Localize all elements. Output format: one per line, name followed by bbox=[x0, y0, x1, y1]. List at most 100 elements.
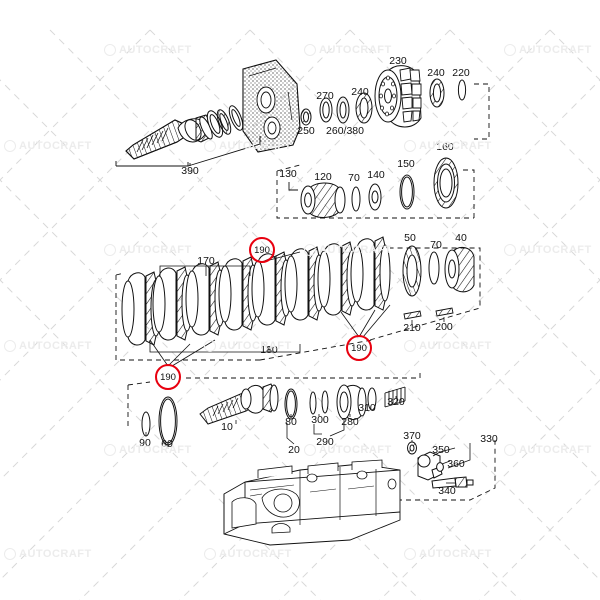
watermark: AUTOCRAFT bbox=[404, 340, 492, 352]
watermark-text: AUTOCRAFT bbox=[519, 44, 592, 56]
watermark-text: AUTOCRAFT bbox=[519, 244, 592, 256]
watermark: AUTOCRAFT bbox=[504, 44, 592, 56]
part-label-340: 340 bbox=[438, 485, 456, 497]
part-label-70: 70 bbox=[430, 239, 442, 251]
part-label-70: 70 bbox=[348, 172, 360, 184]
watermark: AUTOCRAFT bbox=[204, 340, 292, 352]
group-output-shaft bbox=[127, 370, 421, 447]
highlighted-callout-190[interactable]: 190 bbox=[155, 364, 181, 390]
watermark: AUTOCRAFT bbox=[4, 140, 92, 152]
watermark-ring-icon bbox=[204, 140, 216, 152]
watermark-text: AUTOCRAFT bbox=[219, 340, 292, 352]
watermark-text: AUTOCRAFT bbox=[119, 44, 192, 56]
group-actuator-parts bbox=[359, 440, 496, 501]
watermark-text: AUTOCRAFT bbox=[219, 140, 292, 152]
watermark-ring-icon bbox=[104, 444, 116, 456]
group-clutch-pack bbox=[115, 236, 481, 361]
part-label-240: 240 bbox=[427, 67, 445, 79]
watermark: AUTOCRAFT bbox=[104, 44, 192, 56]
watermark-ring-icon bbox=[304, 44, 316, 56]
part-label-230: 230 bbox=[389, 55, 407, 67]
part-label-40: 40 bbox=[455, 232, 467, 244]
watermark: AUTOCRAFT bbox=[504, 444, 592, 456]
watermark: AUTOCRAFT bbox=[104, 444, 192, 456]
part-label-60: 60 bbox=[161, 438, 173, 450]
watermark-text: AUTOCRAFT bbox=[419, 340, 492, 352]
watermark-text: AUTOCRAFT bbox=[519, 444, 592, 456]
watermark-ring-icon bbox=[504, 44, 516, 56]
part-label-290: 290 bbox=[316, 436, 334, 448]
watermark-text: AUTOCRAFT bbox=[319, 44, 392, 56]
part-label-120: 120 bbox=[314, 171, 332, 183]
part-label-220: 220 bbox=[452, 67, 470, 79]
watermark-ring-icon bbox=[304, 444, 316, 456]
part-label-300: 300 bbox=[311, 414, 329, 426]
watermark: AUTOCRAFT bbox=[504, 244, 592, 256]
part-label-330: 330 bbox=[480, 433, 498, 445]
part-label-170: 170 bbox=[197, 255, 215, 267]
watermark-ring-icon bbox=[104, 44, 116, 56]
watermark-text: AUTOCRAFT bbox=[19, 140, 92, 152]
watermark-lattice bbox=[0, 29, 600, 600]
watermark-text: AUTOCRAFT bbox=[419, 140, 492, 152]
group-bearings-row bbox=[300, 92, 373, 126]
watermark-text: AUTOCRAFT bbox=[119, 244, 192, 256]
part-label-260-380: 260/380 bbox=[326, 125, 364, 137]
watermark: AUTOCRAFT bbox=[404, 140, 492, 152]
watermark-text: AUTOCRAFT bbox=[419, 548, 492, 560]
highlighted-callout-190[interactable]: 190 bbox=[249, 237, 275, 263]
watermark-text: AUTOCRAFT bbox=[219, 548, 292, 560]
watermark-ring-icon bbox=[4, 340, 16, 352]
watermark-text: AUTOCRAFT bbox=[19, 340, 92, 352]
part-label-180: 180 bbox=[260, 344, 278, 356]
watermark-text: AUTOCRAFT bbox=[319, 444, 392, 456]
part-label-360: 360 bbox=[447, 458, 465, 470]
part-label-20: 20 bbox=[288, 444, 300, 456]
watermark-ring-icon bbox=[504, 444, 516, 456]
watermark: AUTOCRAFT bbox=[304, 444, 392, 456]
part-label-130: 130 bbox=[279, 168, 297, 180]
watermark-text: AUTOCRAFT bbox=[319, 244, 392, 256]
watermark: AUTOCRAFT bbox=[304, 44, 392, 56]
watermark-text: AUTOCRAFT bbox=[19, 548, 92, 560]
watermark-ring-icon bbox=[404, 140, 416, 152]
group-row-130-160 bbox=[276, 157, 475, 219]
part-label-200: 200 bbox=[435, 321, 453, 333]
watermark: AUTOCRAFT bbox=[304, 244, 392, 256]
watermark-ring-icon bbox=[4, 140, 16, 152]
watermark-ring-icon bbox=[204, 340, 216, 352]
watermark-ring-icon bbox=[404, 548, 416, 560]
watermark-ring-icon bbox=[204, 548, 216, 560]
watermark-ring-icon bbox=[4, 548, 16, 560]
watermark: AUTOCRAFT bbox=[104, 244, 192, 256]
part-label-270: 270 bbox=[316, 90, 334, 102]
watermark-text: AUTOCRAFT bbox=[119, 444, 192, 456]
highlighted-callout-190[interactable]: 190 bbox=[346, 335, 372, 361]
part-label-10: 10 bbox=[221, 421, 233, 433]
part-label-240: 240 bbox=[351, 86, 369, 98]
watermark: AUTOCRAFT bbox=[4, 548, 92, 560]
watermark: AUTOCRAFT bbox=[4, 340, 92, 352]
watermark-ring-icon bbox=[504, 244, 516, 256]
group-clutch-drum bbox=[374, 65, 467, 128]
part-label-210: 210 bbox=[403, 322, 421, 334]
part-label-250: 250 bbox=[297, 125, 315, 137]
watermark-ring-icon bbox=[404, 340, 416, 352]
watermark: AUTOCRAFT bbox=[204, 548, 292, 560]
group-transmission-case-upper bbox=[242, 59, 301, 153]
watermark: AUTOCRAFT bbox=[204, 140, 292, 152]
part-label-310: 310 bbox=[358, 402, 376, 414]
part-label-160: 160 bbox=[436, 141, 454, 153]
part-label-80: 80 bbox=[285, 416, 297, 428]
part-label-280: 280 bbox=[341, 416, 359, 428]
watermark-ring-icon bbox=[304, 244, 316, 256]
part-label-320: 320 bbox=[387, 396, 405, 408]
part-label-390: 390 bbox=[181, 165, 199, 177]
part-label-350: 350 bbox=[432, 444, 450, 456]
watermark: AUTOCRAFT bbox=[404, 548, 492, 560]
bracket-upper-right bbox=[474, 83, 490, 140]
group-transmission-case-lower bbox=[223, 459, 401, 546]
part-label-50: 50 bbox=[404, 232, 416, 244]
